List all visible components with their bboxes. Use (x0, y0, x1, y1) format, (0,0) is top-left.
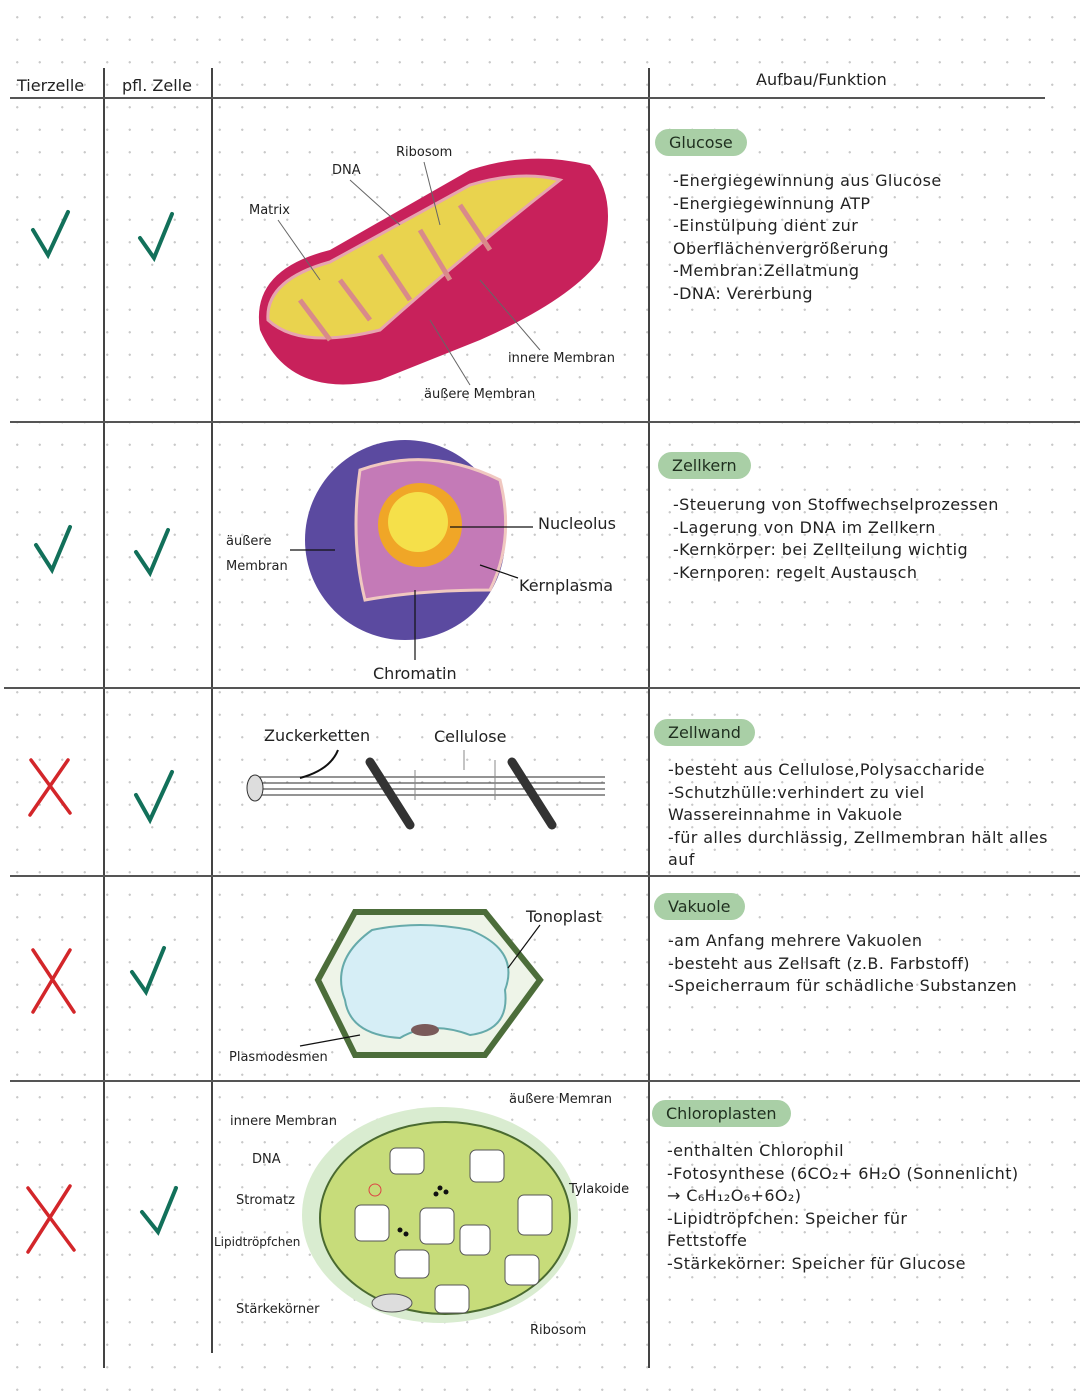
header-divider (10, 97, 1045, 99)
label-matrix: Matrix (249, 203, 290, 218)
description-zellwand: -besteht aus Cellulose,Polysaccharide -S… (668, 760, 1048, 869)
check-icon (34, 525, 72, 575)
label-cellulose: Cellulose (434, 727, 507, 746)
check-icon (130, 946, 166, 997)
nucleus-diagram (290, 440, 533, 660)
topic-badge-chloroplasten: Chloroplasten (652, 1100, 791, 1127)
label-kernplasma: Kernplasma (519, 576, 614, 595)
chloroplast-diagram (302, 1107, 578, 1323)
topic-badge-glucose: Glucose (655, 129, 747, 156)
label-aeussere-memran: äußere Memran (509, 1092, 613, 1107)
column-divider (211, 68, 213, 1353)
description-vakuole: -am Anfang mehrere Vakuolen -besteht aus… (668, 931, 1018, 995)
label-tonoplast: Tonoplast (526, 907, 602, 926)
label-nucleolus: Nucleolus (538, 514, 616, 533)
label-membran: Membran (226, 559, 288, 574)
column-divider (103, 68, 105, 1368)
header-aufbau-funktion: Aufbau/Funktion (756, 70, 887, 89)
topic-badge-zellwand: Zellwand (654, 719, 755, 746)
check-icon (140, 1186, 178, 1236)
mitochondrion-diagram (258, 158, 608, 386)
label-aeussere: äußere (226, 534, 272, 549)
label-innere-membran: innere Membran (508, 351, 615, 366)
cell-wall-diagram (246, 749, 605, 830)
row-divider (10, 1080, 1080, 1082)
header-pflanzenzelle: pfl. Zelle (122, 76, 192, 95)
check-icon (134, 770, 174, 825)
cross-icon (31, 948, 76, 1014)
column-divider (648, 68, 650, 1368)
description-zellkern: -Steuerung von Stoffwechselprozessen -La… (673, 495, 999, 582)
label-lipidtroepfchen: Lipidtröpfchen (214, 1235, 301, 1249)
check-icon (134, 528, 170, 578)
header-tierzelle: Tierzelle (17, 76, 85, 95)
topic-badge-vakuole: Vakuole (654, 893, 745, 920)
label-aeussere-membran: äußere Membran (424, 387, 536, 402)
label-innere-membran: innere Membran (230, 1114, 337, 1129)
label-ribosom: Ribosom (530, 1323, 587, 1338)
label-dna: DNA (252, 1152, 281, 1167)
check-icon (138, 212, 174, 263)
topic-badge-zellkern: Zellkern (658, 452, 751, 479)
label-tylakoide: Tylakoide (569, 1182, 630, 1197)
description-mitochondrion: -Energiegewinnung aus Glucose -Energiege… (673, 171, 942, 303)
label-dna: DNA (332, 163, 361, 178)
description-chloroplasten: -enthalten Chlorophil -Fotosynthese (6CO… (667, 1141, 1019, 1273)
label-staerkekoerner: Stärkekörner (236, 1302, 320, 1317)
label-zuckerketten: Zuckerketten (264, 726, 371, 745)
check-icon (31, 210, 70, 260)
label-ribosom: Ribosom (396, 145, 453, 160)
label-plasmodesmen: Plasmodesmen (229, 1050, 328, 1065)
row-divider (10, 875, 1080, 877)
label-chromatin: Chromatin (373, 664, 457, 683)
row-divider (10, 421, 1080, 423)
label-stromatz: Stromatz (236, 1193, 295, 1208)
row-divider (4, 687, 1080, 689)
cross-icon (28, 758, 72, 817)
vacuole-diagram (299, 909, 544, 1058)
cross-icon (26, 1184, 76, 1254)
